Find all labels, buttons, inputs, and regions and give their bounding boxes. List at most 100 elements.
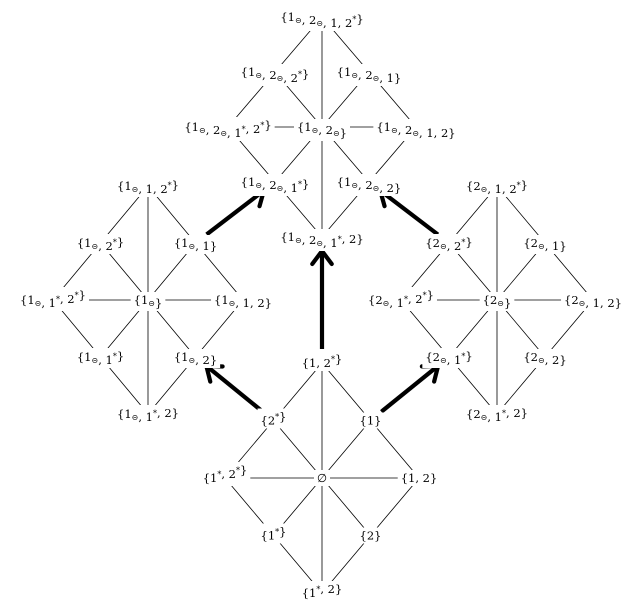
- node-label: {2⊝, 1, 2}: [564, 293, 622, 310]
- node-label: {2*}: [261, 410, 287, 428]
- node-r2b: {2⊝, 1}: [520, 235, 570, 254]
- node-label: {1⊝, 1, 2}: [214, 293, 272, 310]
- node-label-bg: [293, 119, 351, 141]
- edge-b1-b2b: [321, 362, 371, 421]
- arrow-b2b-to-r4a: [380, 363, 441, 414]
- node-label: {1⊝, 1*, 2*}: [20, 288, 86, 310]
- node-label-bg: [313, 470, 331, 486]
- edge-b3c-b4b: [321, 477, 371, 536]
- node-label: {1⊝, 2⊝}: [297, 120, 347, 140]
- node-label-bg: [277, 9, 367, 31]
- node-t3a: {1⊝, 2⊝, 1*, 2*}: [181, 117, 275, 141]
- node-label: {1⊝}: [134, 293, 163, 310]
- node-label-bg: [114, 405, 182, 425]
- node-label: {1⊝, 1, 2*}: [117, 178, 179, 196]
- node-l2b: {1⊝, 1}: [170, 235, 221, 254]
- node-b3b: {1, 2}: [397, 470, 441, 486]
- node-label-bg: [463, 177, 531, 197]
- node-b3a: {1*, 2*}: [199, 462, 251, 486]
- node-label-bg: [257, 523, 290, 544]
- node-label: {1⊝, 2⊝, 1, 2}: [376, 120, 455, 140]
- node-label: {2⊝, 2*}: [425, 235, 472, 253]
- node-r3b: {2⊝, 1, 2}: [561, 292, 625, 311]
- arrow-shaft: [380, 365, 438, 414]
- node-t3c: {1⊝, 2⊝}: [293, 119, 351, 141]
- arrow-shaft: [380, 190, 440, 237]
- node-label-bg: [356, 527, 385, 544]
- node-label: {2⊝, 1*}: [425, 349, 472, 367]
- node-l3b: {1⊝, 1, 2}: [211, 292, 275, 311]
- node-label-bg: [333, 174, 405, 196]
- node-r4a: {2⊝, 1*}: [422, 348, 476, 368]
- node-label-bg: [237, 174, 313, 196]
- node-l4b: {1⊝, 2}: [170, 349, 221, 368]
- node-label-bg: [237, 64, 313, 86]
- node-label-bg: [365, 287, 437, 311]
- node-label: {2⊝, 1*, 2}: [466, 406, 528, 424]
- node-l5: {1⊝, 1*, 2}: [114, 405, 182, 425]
- arrow-r2a-to-t4b: [378, 188, 440, 237]
- arrow-b1-to-t5: [310, 248, 334, 349]
- node-t2b: {1⊝, 2⊝, 1}: [333, 64, 405, 86]
- edge-b2b-b3b: [370, 420, 420, 479]
- node-r4b: {2⊝, 2}: [520, 349, 570, 368]
- node-label-bg: [17, 287, 89, 311]
- edge-b2a-b3c: [273, 420, 323, 479]
- node-b2a: {2*}: [257, 408, 290, 429]
- node-label-bg: [73, 234, 128, 254]
- node-label: {1⊝, 2*}: [77, 235, 124, 253]
- node-b5: {1*, 2}: [298, 581, 346, 601]
- node-label-bg: [333, 64, 405, 86]
- node-label-bg: [356, 412, 385, 429]
- node-label: {2⊝, 1*, 2*}: [368, 288, 434, 310]
- arrow-l2b-to-t4a: [205, 188, 266, 237]
- node-label-bg: [170, 349, 221, 368]
- node-label: {2⊝, 2}: [523, 350, 566, 367]
- node-label: {1⊝, 2⊝, 2}: [337, 175, 402, 195]
- node-label: {1, 2*}: [302, 352, 343, 370]
- node-label-bg: [463, 405, 531, 425]
- node-label: {1⊝, 2⊝, 1, 2*}: [280, 10, 363, 30]
- arrow-shaft: [206, 365, 264, 414]
- node-label-bg: [298, 581, 346, 601]
- node-l3c: {1⊝}: [130, 292, 166, 311]
- node-l2a: {1⊝, 2*}: [73, 234, 128, 254]
- label-layer: {1⊝, 2⊝, 1, 2*} {1⊝, 2⊝, 2*} {1⊝, 2⊝, 1} {1…: [17, 9, 625, 601]
- node-r3c: {2⊝}: [479, 292, 515, 311]
- node-label: {1⊝, 2⊝, 1*}: [241, 175, 310, 195]
- node-t5: {1⊝, 2⊝, 1*, 2}: [277, 229, 367, 251]
- node-label-bg: [561, 292, 625, 311]
- node-label: {1*, 2*}: [203, 463, 248, 485]
- node-label-bg: [211, 292, 275, 311]
- edge-b2b-b3c: [321, 420, 371, 479]
- node-l1: {1⊝, 1, 2*}: [114, 177, 182, 197]
- node-t4a: {1⊝, 2⊝, 1*}: [237, 174, 313, 196]
- node-label: {2⊝, 1}: [523, 236, 566, 253]
- node-b1: {1, 2*}: [298, 351, 346, 371]
- node-label: {1, 2}: [401, 471, 438, 485]
- node-label-bg: [397, 470, 441, 486]
- node-label-bg: [422, 234, 476, 254]
- node-label: ∅: [317, 471, 327, 485]
- node-label-bg: [520, 349, 570, 368]
- node-b2b: {1}: [356, 412, 385, 429]
- edge-b3b-b4b: [370, 477, 420, 536]
- node-label: {2⊝, 1, 2*}: [466, 178, 528, 196]
- arrow-shaft: [205, 190, 264, 237]
- node-label-bg: [373, 119, 459, 141]
- node-label: {1⊝, 2⊝, 1*, 2}: [280, 230, 363, 250]
- node-label: {1}: [360, 414, 382, 428]
- node-label: {1*}: [261, 525, 287, 543]
- node-label: {1*, 2}: [302, 582, 343, 600]
- node-t2a: {1⊝, 2⊝, 2*}: [237, 64, 313, 86]
- node-t4b: {1⊝, 2⊝, 2}: [333, 174, 405, 196]
- node-label-bg: [130, 292, 166, 311]
- node-label-bg: [298, 351, 346, 371]
- node-label: {2}: [360, 529, 382, 543]
- arrow-layer: [204, 188, 441, 414]
- node-label: {1⊝, 2}: [174, 350, 217, 367]
- node-label: {1⊝, 1*}: [77, 349, 124, 367]
- node-b3c: ∅: [313, 470, 331, 486]
- node-label-bg: [199, 462, 251, 486]
